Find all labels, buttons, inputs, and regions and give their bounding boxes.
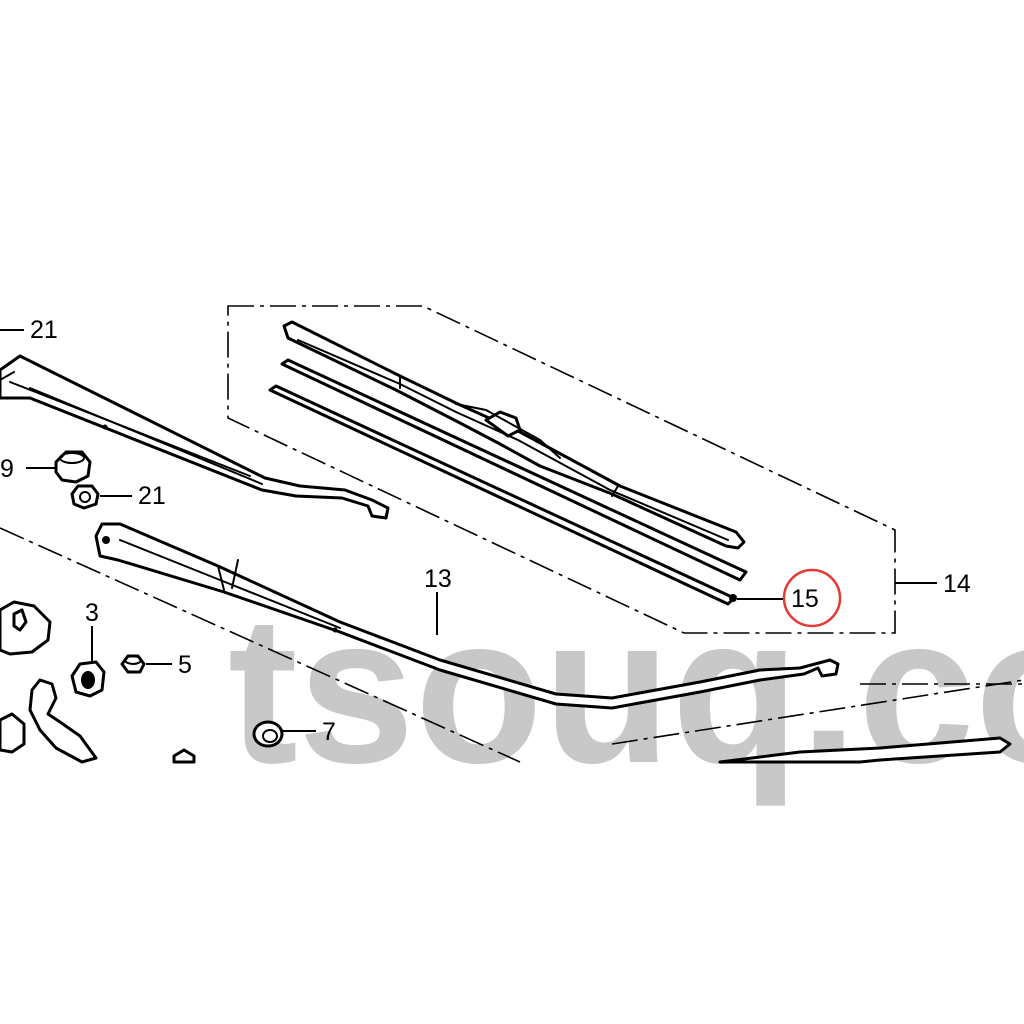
- callout-13: 13: [424, 565, 452, 593]
- linkage-fragment: [0, 600, 196, 764]
- callout-3: 3: [85, 599, 99, 627]
- watermark-text: tsouq.co: [228, 572, 1024, 807]
- second-arm-fragment: [718, 736, 1012, 764]
- callout-7: 7: [322, 718, 336, 746]
- guide-line: [0, 527, 521, 763]
- bolt-part: [120, 654, 146, 674]
- highlight-circle: [782, 568, 842, 628]
- nut-part: [70, 484, 100, 510]
- callout-9: 9: [0, 455, 14, 483]
- wiper-blade: [282, 320, 746, 550]
- blade-refill-strip: [268, 358, 748, 606]
- callout-14: 14: [943, 570, 971, 598]
- callout-5: 5: [178, 651, 192, 679]
- washer-part: [252, 720, 284, 748]
- callout-15: 15: [791, 585, 819, 613]
- blade-assembly-frame: [227, 305, 896, 634]
- callout-21-mid: 21: [138, 482, 166, 510]
- upper-wiper-arm: [0, 354, 390, 520]
- callout-21-top: 21: [30, 316, 58, 344]
- cap-part: [54, 450, 92, 484]
- guide-line: [611, 679, 1024, 745]
- leader-lines: [0, 329, 937, 732]
- main-wiper-arm: [94, 522, 840, 710]
- grommet-part: [70, 660, 106, 698]
